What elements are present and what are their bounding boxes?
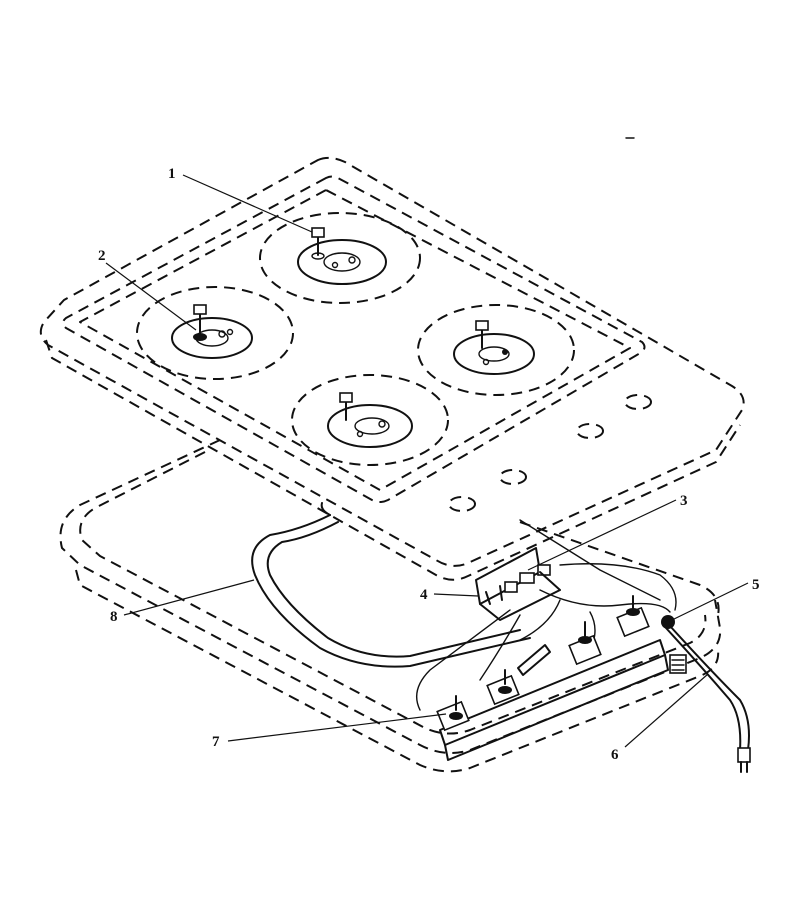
callout-3: 3: [680, 493, 688, 509]
leader-3: [527, 499, 677, 571]
knob-hole-1: [448, 496, 476, 512]
callout-1: 1: [168, 166, 176, 182]
leader-8: [123, 579, 255, 616]
valve-icon: [568, 621, 602, 666]
callout-5: 5: [752, 577, 760, 593]
burner-right: [417, 304, 575, 396]
burner-left: [136, 286, 294, 380]
leader-5: [671, 582, 749, 621]
callout-4: 4: [420, 587, 428, 603]
valve-icon: [436, 695, 470, 732]
plug-icon: [737, 747, 751, 773]
burner-icon: [297, 239, 387, 285]
callout-2: 2: [98, 248, 106, 264]
wiring-harness: [416, 519, 677, 711]
burner-front-center: [291, 374, 449, 466]
callout-6: 6: [611, 747, 619, 763]
leader-1: [182, 174, 313, 233]
burner-icon: [171, 317, 253, 359]
knob-hole-4: [624, 394, 652, 410]
cooktop-top: [39, 156, 745, 581]
terminal-block-icon: [475, 547, 561, 621]
burner-icon: [327, 404, 413, 448]
valve-manifold: [436, 595, 687, 761]
knob-hole-3: [576, 423, 604, 439]
igniter-icon: [339, 392, 353, 421]
leader-2: [105, 262, 197, 331]
igniter-icon: [193, 304, 207, 341]
leader-7: [227, 713, 447, 742]
gas-tube: [251, 502, 531, 668]
callout-8: 8: [110, 609, 118, 625]
base-pan: [59, 439, 722, 773]
igniter-icon: [475, 320, 489, 349]
valve-icon: [616, 595, 650, 638]
power-cord-icon: [661, 615, 751, 773]
burner-top-center: [259, 212, 421, 304]
igniter-icon: [311, 227, 325, 260]
callout-7: 7: [212, 734, 220, 750]
leader-4: [433, 593, 479, 597]
valve-icon: [486, 669, 520, 706]
burner-icon: [453, 333, 535, 375]
knob-hole-2: [499, 469, 527, 485]
leader-6: [624, 673, 709, 748]
leader-lines: [105, 174, 749, 748]
